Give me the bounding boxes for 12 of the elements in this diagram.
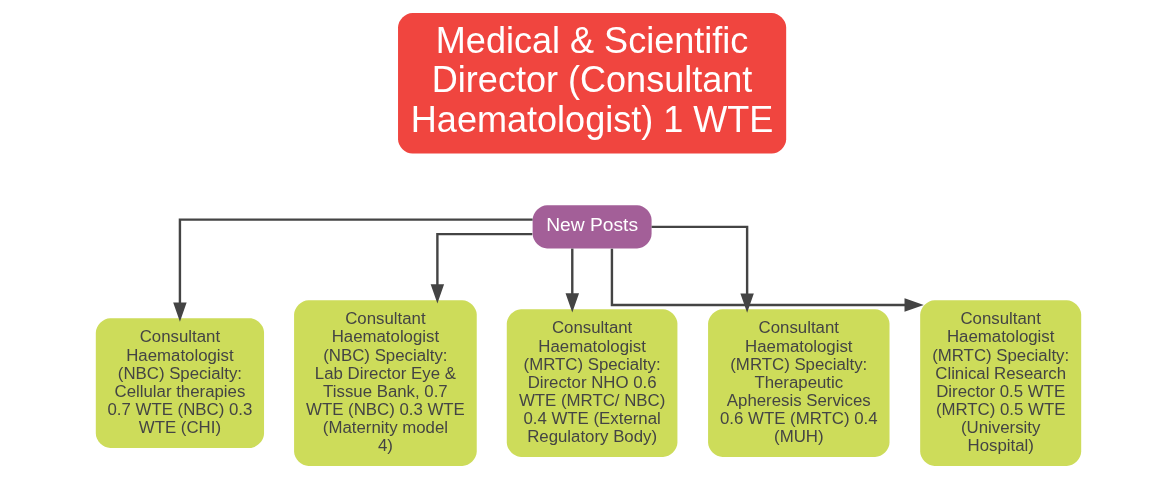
node-box: Consultant Haematologist (MRTC) Specialty: Therapeutic Apheresis Services 0.6 WTE (MRTC) 0.4 (MUH) [707, 309, 889, 457]
arrow [610, 248, 924, 312]
node-box: Consultant Haematologist (NBC) Specialty: Cellular therapies 0.7 WTE (NBC) 0.3 WTE (CHI) [95, 318, 264, 448]
node-box: Consultant Haematologist (NBC) Specialty: Lab Director Eye & Tissue Bank, 0.7 WTE (NBC) 0.3 WTE (Maternity model 4) [293, 300, 477, 466]
arrow [565, 248, 579, 313]
node-box: Medical & Scientific Director (Consultant Haematologist) 1 WTE [397, 13, 786, 154]
arrow [172, 218, 533, 322]
arrow [430, 232, 532, 304]
arrow [651, 225, 754, 313]
node-box: New Posts [532, 205, 652, 249]
node-box: Consultant Haematologist (MRTC) Specialty: Clinical Research Director 0.5 WTE (MRTC) 0.5 WTE (University Hospital) [919, 300, 1081, 466]
node-box: Consultant Haematologist (MRTC) Specialty: Director NHO 0.6 WTE (MRTC/ NBC) 0.4 WTE (External Regulatory Body) [506, 309, 677, 457]
